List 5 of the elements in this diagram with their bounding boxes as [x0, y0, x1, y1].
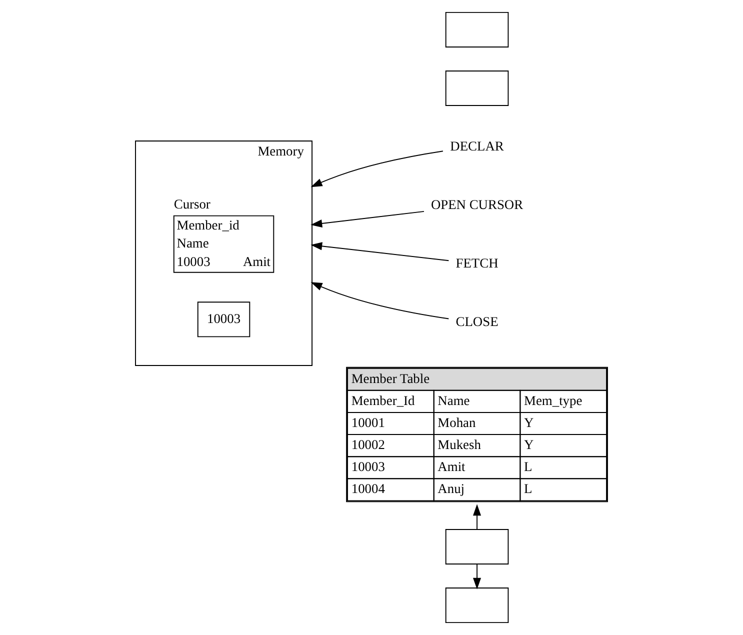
node-text: CLOSE — [456, 314, 498, 329]
node-text: OPEN CURSOR — [430, 196, 524, 212]
node-text: FETCH — [456, 255, 498, 270]
node-text: DECLAR — [450, 138, 504, 154]
node-label: Cursor — [174, 196, 210, 212]
